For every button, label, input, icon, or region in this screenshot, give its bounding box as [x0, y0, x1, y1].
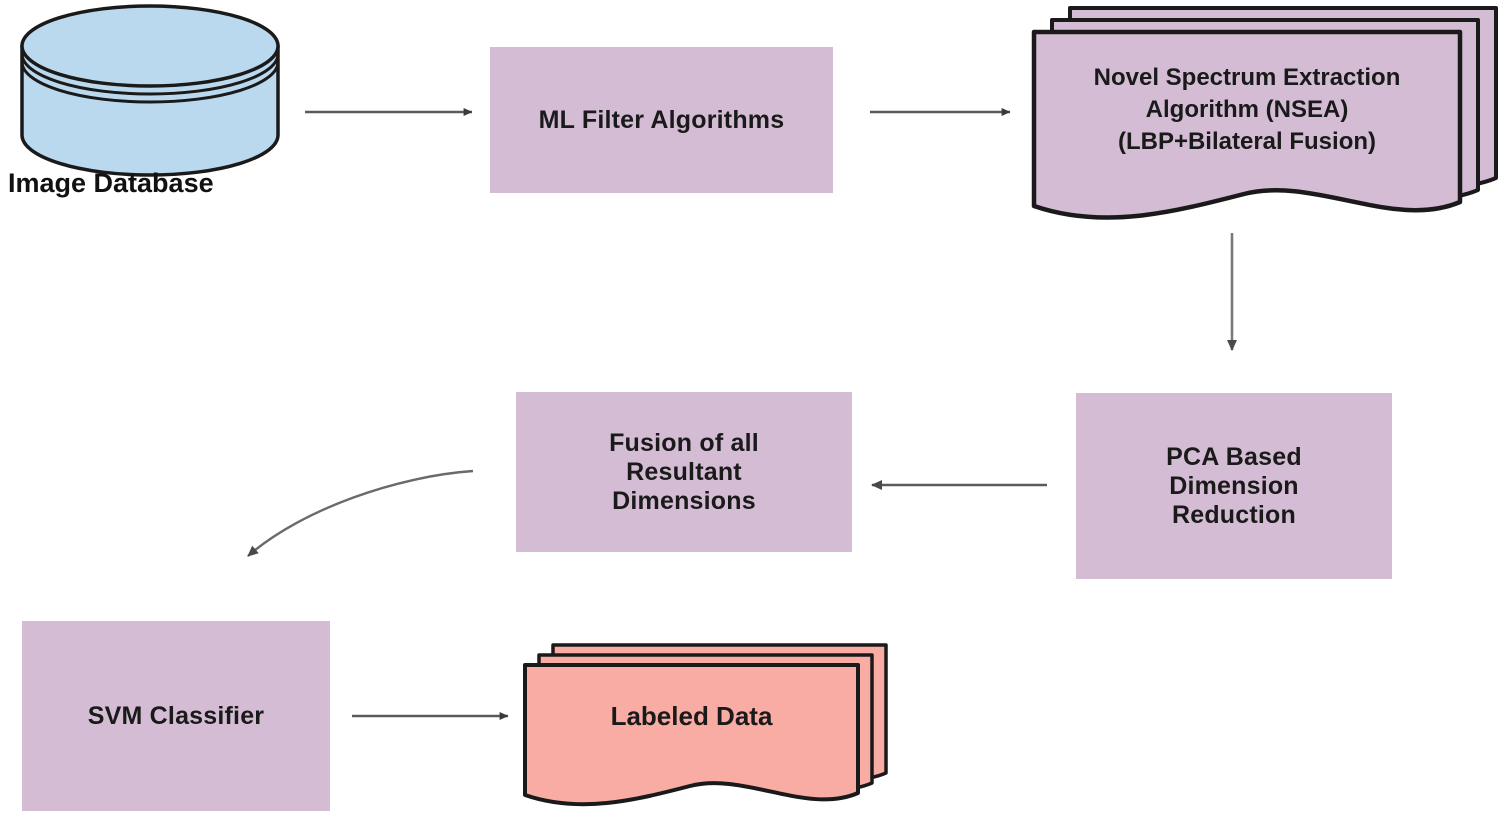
pca-label-line-3: Reduction [1171, 500, 1296, 529]
image-database-caption: Image Database [8, 168, 214, 198]
node-pca-dimension-reduction[interactable]: PCA Based Dimension Reduction [1076, 393, 1392, 579]
node-labeled-data-label-group[interactable]: Labeled Data [525, 668, 858, 764]
ml-filter-label: ML Filter Algorithms [538, 105, 785, 134]
nsea-label-line-3: (LBP+Bilateral Fusion) [1117, 128, 1377, 156]
nsea-label-line-2: Algorithm (NSEA) [1145, 95, 1349, 123]
node-ml-filter-algorithms[interactable]: ML Filter Algorithms [490, 47, 833, 193]
labeled-data-label: Labeled Data [610, 700, 773, 731]
fusion-label-line-3: Dimensions [612, 486, 756, 515]
node-nsea-label-group[interactable]: Novel Spectrum Extraction Algorithm (NSE… [1034, 46, 1460, 174]
node-svm-classifier[interactable]: SVM Classifier [22, 621, 330, 811]
node-fusion-of-dimensions[interactable]: Fusion of all Resultant Dimensions [516, 392, 852, 552]
pca-label-line-1: PCA Based [1166, 442, 1302, 471]
fusion-label-line-2: Resultant [626, 457, 742, 486]
pca-label-line-2: Dimension [1169, 471, 1299, 500]
nsea-label-line-1: Novel Spectrum Extraction [1093, 63, 1401, 91]
arrow-fusion-to-svm [247, 469, 474, 557]
svm-classifier-label: SVM Classifier [87, 701, 265, 730]
database-icon [20, 4, 280, 177]
fusion-label-line-1: Fusion of all [609, 428, 759, 457]
